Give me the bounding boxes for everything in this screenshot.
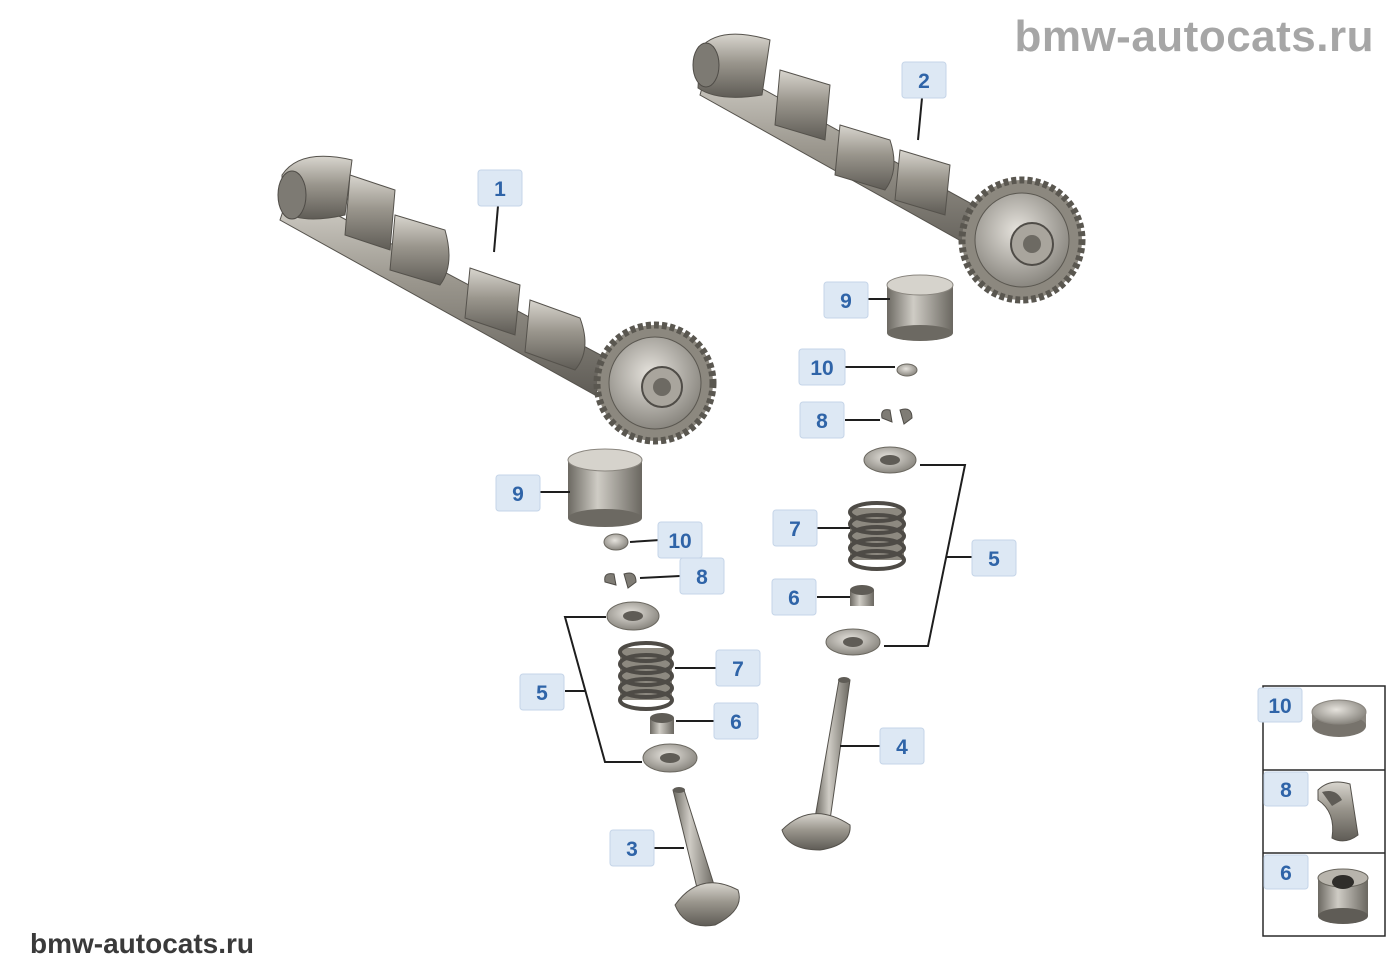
callout-5-right-label: 5 [988,548,1000,571]
callout-7-right-label: 7 [789,518,801,541]
valve-spring-right [848,501,906,571]
callout-7-left: 7 [715,649,761,687]
callout-1-label: 1 [494,178,506,201]
callout-1: 1 [477,169,523,207]
valve-keeper-detail-image [1317,781,1359,842]
callout-7-left-label: 7 [732,658,744,681]
callout-2: 2 [901,61,947,99]
watermark-bottom: bmw-autocats.ru [30,928,255,959]
watermark-top: bmw-autocats.ru [1014,12,1374,61]
shim-left [603,533,629,551]
callout-5-left-label: 5 [536,682,548,705]
legend-row-valve-keeper: 8 [1263,771,1359,842]
callout-9-right: 9 [823,281,869,319]
callout-10-right-label: 10 [810,357,833,380]
stem-seal-detail-image [1317,868,1369,924]
callout-4: 4 [879,727,925,765]
callout-5-left: 5 [519,673,565,711]
valve-keepers-right [881,408,913,425]
callout-5-right: 5 [971,539,1017,577]
legend-row-stem-seal: 6 [1263,854,1369,924]
valve-spring-left [618,641,674,711]
spring-retainer-left [606,601,660,631]
parts-legend: 10 8 6 [1257,685,1386,937]
intake-valve [672,787,740,927]
spring-retainer-right [863,446,917,474]
bucket-tappet-right [886,274,954,341]
callout-4-label: 4 [896,736,908,759]
valve-stem-seal-left [650,713,674,734]
callout-8-right-label: 8 [816,410,828,433]
callout-9-left: 9 [495,474,541,512]
camshaft-2 [692,33,1086,304]
callout-10-left: 10 [657,521,703,559]
callout-6-right: 6 [771,578,817,616]
legend-row-shim-label: 10 [1268,695,1291,718]
spring-seat-right [825,628,881,656]
valve-stem-seal-right [850,585,874,606]
spring-seat-left [642,743,698,773]
callout-10-right: 10 [798,348,846,386]
valve-keepers-left [604,572,637,589]
shim-detail-image [1311,699,1367,737]
callout-2-label: 2 [918,70,930,93]
callout-8-left-label: 8 [696,566,708,589]
callout-6-left: 6 [713,702,759,740]
bucket-tappet-left [567,448,643,527]
legend-row-stem-seal-label: 6 [1280,862,1292,885]
callout-3: 3 [609,829,655,867]
legend-row-valve-keeper-label: 8 [1280,779,1292,802]
exhaust-valve [781,677,851,851]
callout-9-left-label: 9 [512,483,524,506]
callout-9-right-label: 9 [840,290,852,313]
callout-8-right: 8 [799,401,845,439]
callout-7-right: 7 [772,509,818,547]
camshaft-1 [277,155,717,445]
leader-lines [493,97,972,849]
callout-10-left-label: 10 [668,530,691,553]
legend-row-shim: 10 [1257,687,1367,737]
callout-6-left-label: 6 [730,711,742,734]
callout-8-left: 8 [679,557,725,595]
callout-3-label: 3 [626,838,638,861]
shim-right [896,363,918,377]
callout-6-right-label: 6 [788,587,800,610]
